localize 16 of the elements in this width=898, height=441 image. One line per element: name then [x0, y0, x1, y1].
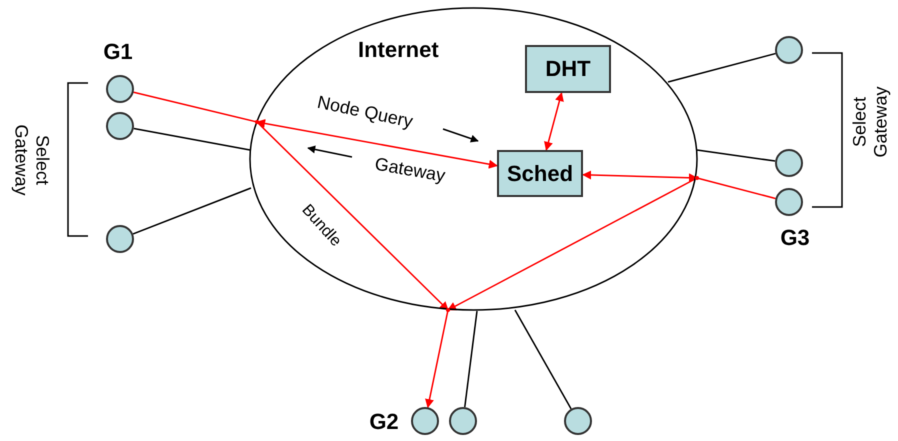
- network-label: Internet: [358, 39, 439, 61]
- flow-label: Gateway: [372, 152, 448, 188]
- connector-arrow: [256, 119, 498, 169]
- gateway-label: G3: [780, 227, 810, 249]
- connector-arrow: [447, 177, 698, 311]
- bracket-label: Select Gateway: [11, 123, 53, 198]
- process-box: Sched: [497, 150, 583, 197]
- process-box: DHT: [525, 45, 611, 93]
- flow-label: Node Query: [314, 90, 416, 134]
- connector-arrow: [256, 121, 449, 311]
- bracket-label: Select Gateway: [849, 85, 891, 160]
- connector-arrow: [544, 92, 564, 151]
- network-ellipse: [249, 7, 698, 311]
- connector-arrow: [425, 310, 449, 408]
- gateway-label: G2: [369, 411, 399, 433]
- gateway-label: G1: [103, 41, 133, 63]
